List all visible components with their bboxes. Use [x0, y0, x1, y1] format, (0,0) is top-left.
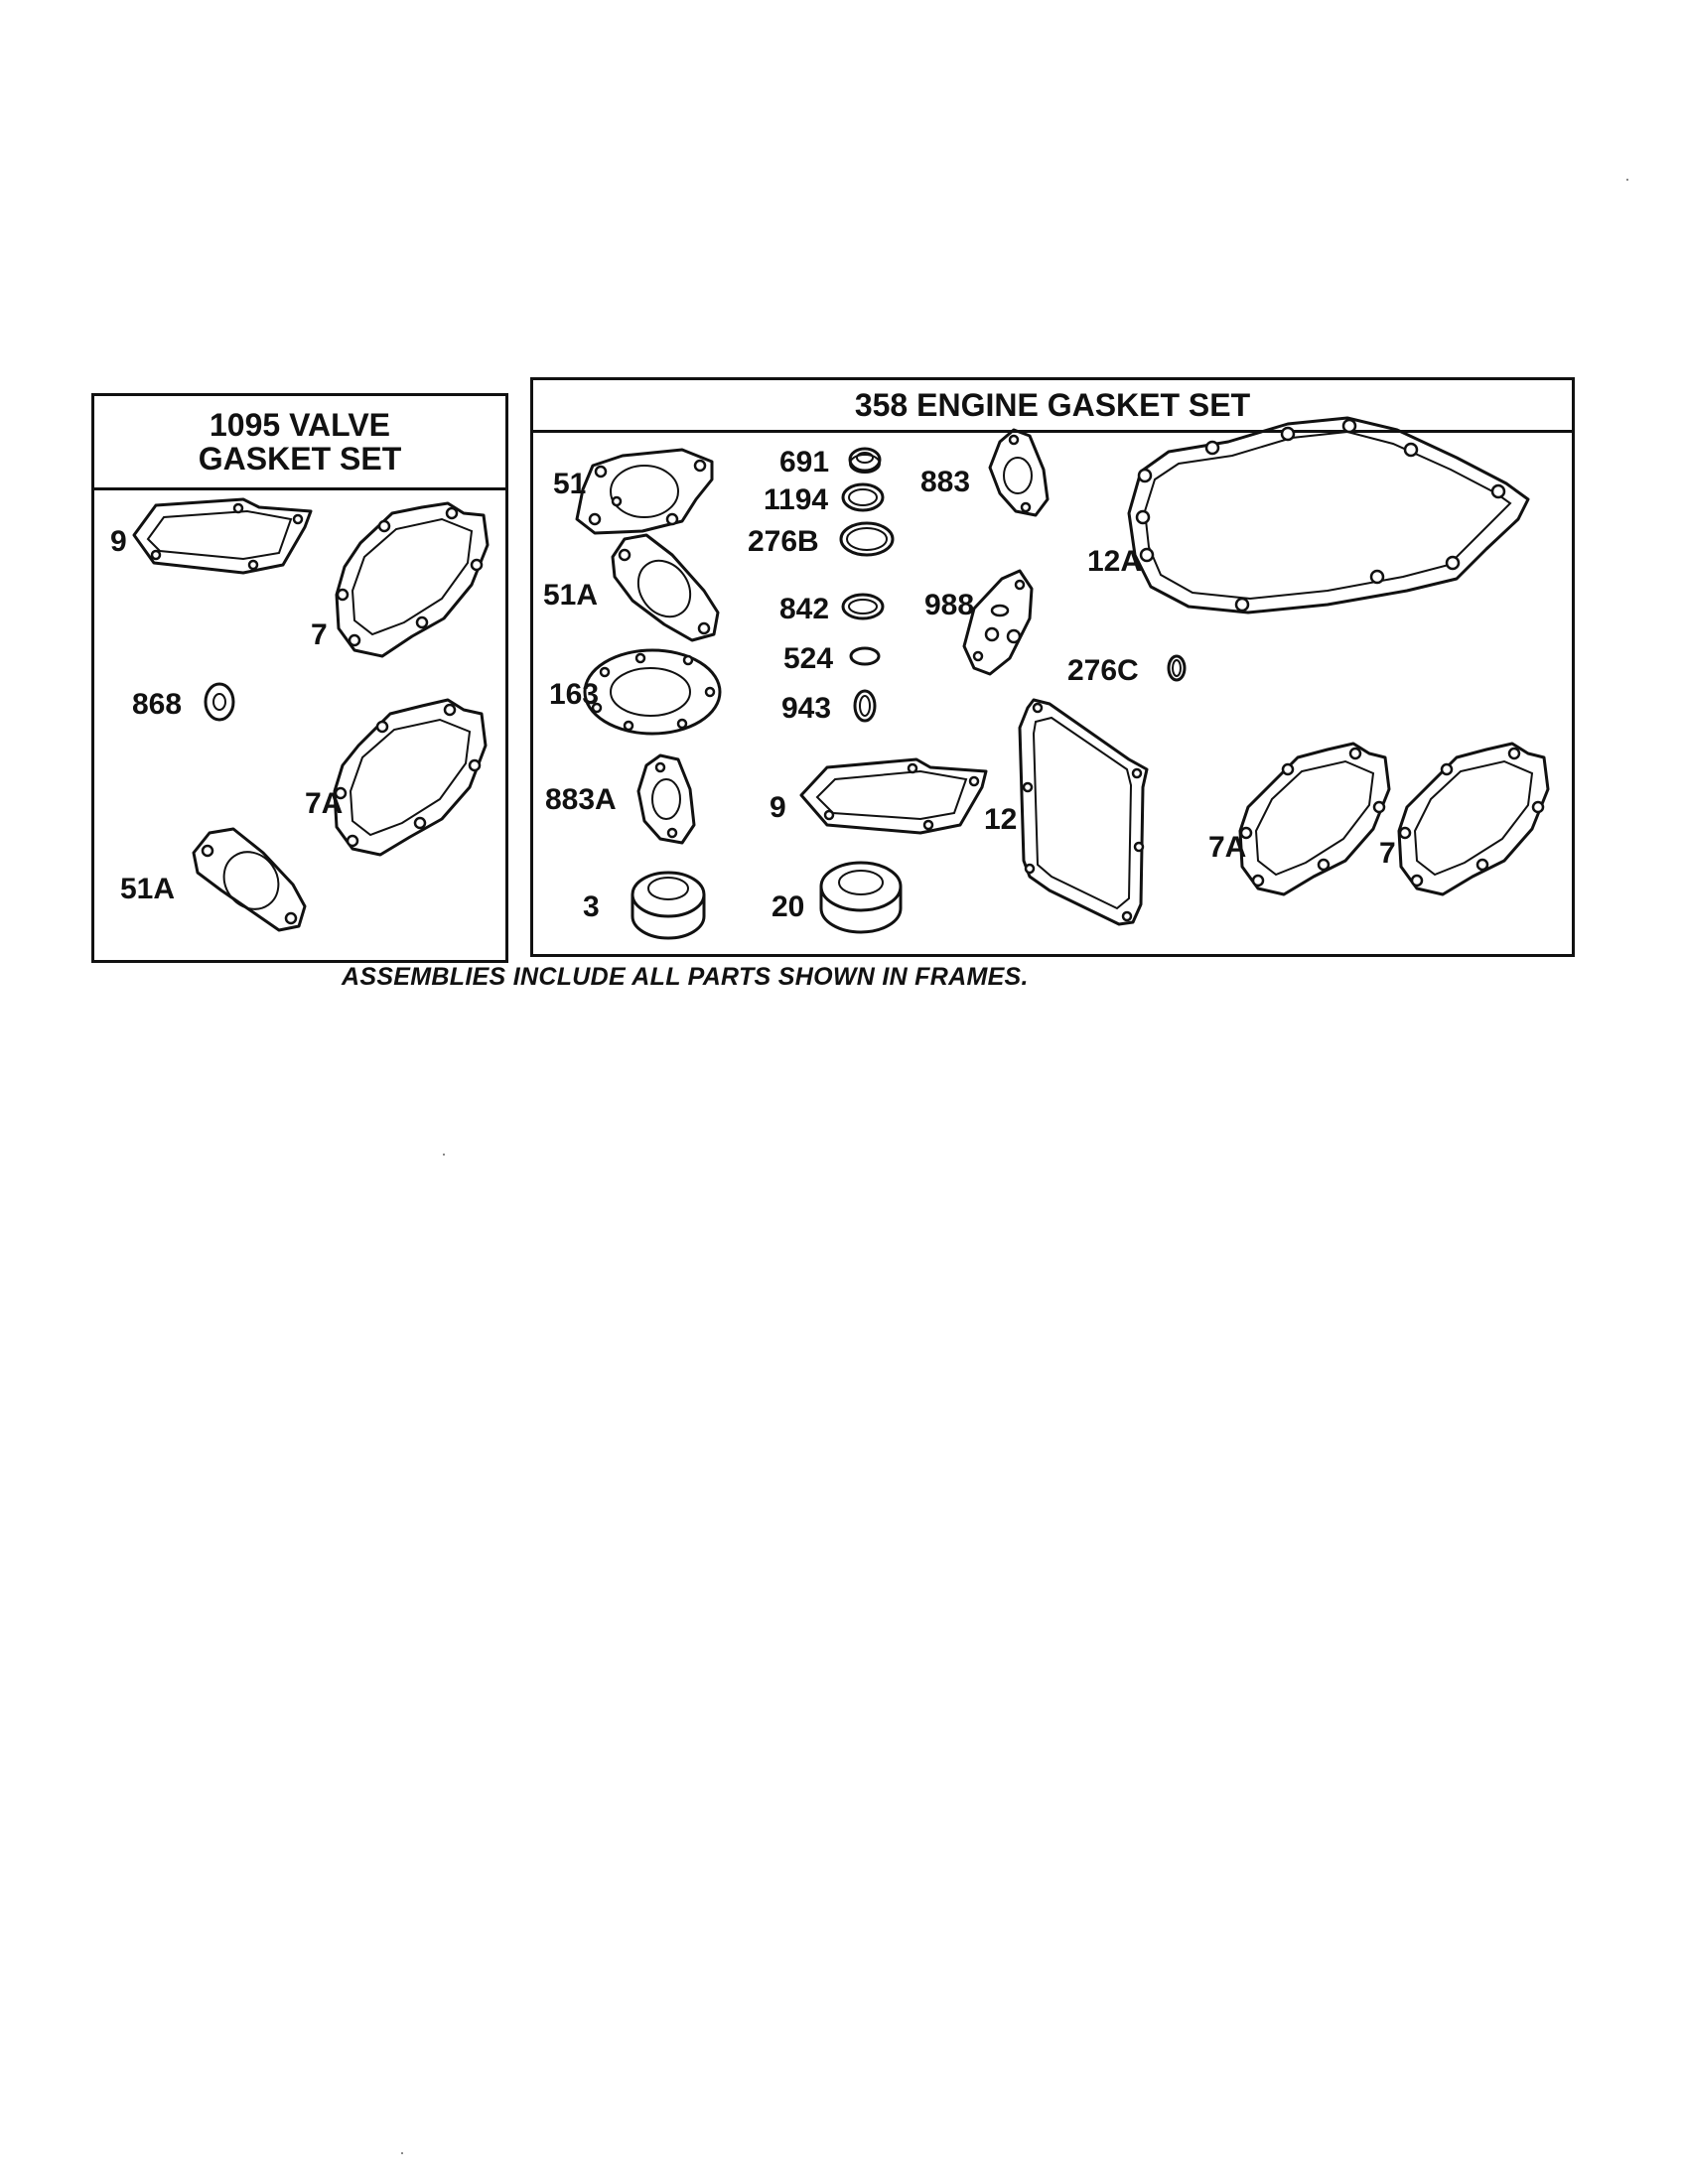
part-276c-oring — [1167, 654, 1187, 682]
part-883a-gasket — [636, 753, 696, 845]
part-163-head-gasket — [583, 648, 722, 736]
part-label: 868 — [132, 688, 182, 721]
part-label: 883 — [920, 466, 970, 498]
part-7a-head-gasket — [1238, 742, 1391, 896]
part-51-gasket — [575, 448, 714, 535]
engine-gasket-set-title: 358 ENGINE GASKET SET — [533, 380, 1572, 433]
part-label: 7 — [1379, 837, 1396, 870]
part-label: 163 — [549, 678, 599, 711]
part-label: 20 — [772, 890, 804, 923]
engine-set-parts-drawing: 51 691 1194 883 276B — [543, 416, 1550, 940]
part-12a-crankcase-gasket — [1127, 416, 1530, 614]
part-label: 883A — [545, 783, 617, 816]
footnote: ASSEMBLIES INCLUDE ALL PARTS SHOWN IN FR… — [342, 963, 1029, 991]
part-51a-exhaust-gasket — [192, 827, 307, 932]
part-3-oil-seal — [631, 871, 706, 940]
part-276b-oring — [839, 521, 895, 557]
part-7-head-gasket — [1397, 742, 1550, 896]
part-842-oring — [841, 593, 885, 620]
part-7a-head-gasket — [333, 698, 488, 857]
part-label: 276B — [748, 525, 819, 558]
part-label: 276C — [1067, 654, 1139, 687]
scan-speck — [443, 1154, 445, 1156]
part-label: 842 — [779, 593, 829, 625]
part-label: 943 — [781, 692, 831, 725]
part-label: 7A — [1208, 831, 1246, 864]
part-9-gasket — [799, 757, 988, 835]
scan-speck — [1626, 179, 1628, 181]
part-label: 9 — [110, 525, 127, 558]
part-12-gasket — [1018, 698, 1149, 926]
part-label: 988 — [924, 589, 974, 621]
valve-set-parts-drawing: 9 7 868 7A 51A — [110, 497, 490, 932]
part-691-seal — [848, 447, 882, 474]
part-label: 1194 — [764, 483, 828, 516]
part-label: 51A — [120, 873, 175, 905]
valve-set-title-line1: 1095 VALVE — [209, 407, 390, 443]
part-1194-oring — [841, 482, 885, 512]
part-20-oil-seal — [819, 861, 903, 934]
valve-gasket-set-title: 1095 VALVE GASKET SET — [94, 396, 505, 490]
part-7-head-gasket — [335, 501, 490, 658]
part-label: 51A — [543, 579, 598, 612]
part-label: 3 — [583, 890, 600, 923]
valve-set-title-line2: GASKET SET — [198, 441, 402, 477]
valve-gasket-set-frame: 1095 VALVE GASKET SET 9 7 868 — [91, 393, 508, 963]
part-943-oring — [853, 689, 877, 723]
part-51a-exhaust-gasket — [611, 533, 720, 642]
part-label: 7A — [305, 787, 343, 820]
part-label: 12 — [984, 803, 1017, 836]
part-label: 524 — [783, 642, 833, 675]
part-988-gasket — [962, 569, 1034, 676]
part-label: 7 — [311, 618, 328, 651]
part-524-oring — [849, 646, 881, 666]
part-883-gasket — [988, 428, 1050, 517]
part-868-seal — [204, 682, 235, 722]
part-9-gasket — [132, 497, 313, 575]
part-label: 9 — [770, 791, 786, 824]
engine-gasket-set-frame: 358 ENGINE GASKET SET 51 691 1194 883 — [530, 377, 1575, 957]
scan-speck — [401, 2152, 403, 2154]
part-label: 12A — [1087, 545, 1142, 578]
part-label: 51 — [553, 468, 586, 500]
part-label: 691 — [779, 446, 829, 478]
